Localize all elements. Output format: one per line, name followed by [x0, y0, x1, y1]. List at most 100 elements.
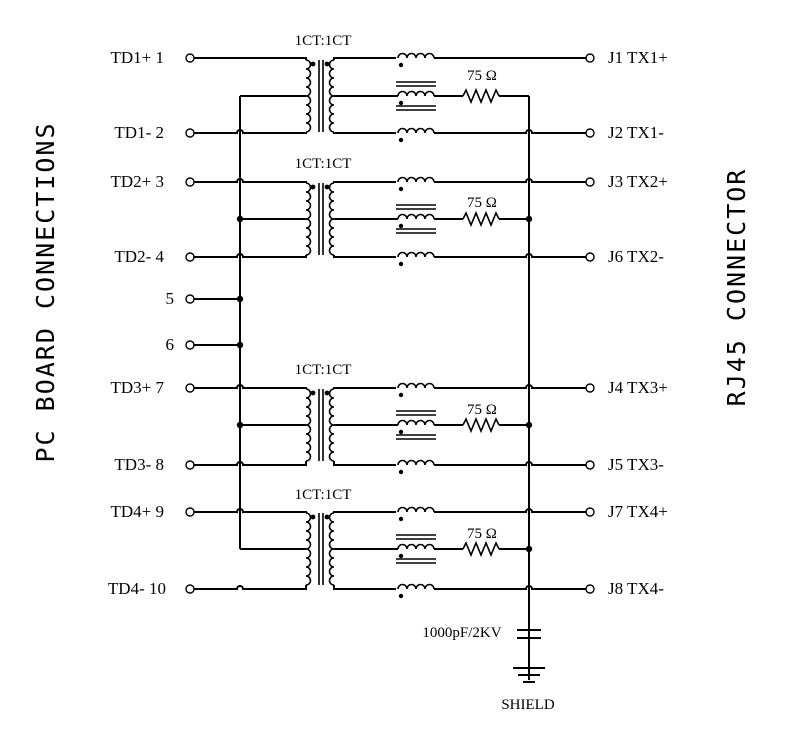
secondary-winding	[328, 388, 335, 462]
right-pin-terminal	[585, 128, 595, 138]
resistor-75-ohm	[462, 87, 500, 105]
right-pin-label: J7 TX4+	[608, 502, 668, 521]
secondary-bottom-lead	[333, 461, 396, 466]
left-pin-label: TD4+ 9	[111, 502, 165, 521]
secondary-top-lead	[333, 387, 396, 389]
right-pin-terminal	[585, 460, 595, 470]
polarity-dot	[398, 516, 404, 522]
polarity-dot	[310, 184, 316, 190]
junction-dot	[236, 421, 244, 429]
right-pin-terminal	[585, 383, 595, 393]
components	[185, 52, 595, 683]
choke-core	[396, 558, 436, 564]
left-pin-terminal	[185, 460, 195, 470]
choke-core	[396, 410, 436, 416]
choke-winding	[397, 459, 435, 466]
left-pin-terminal	[185, 507, 195, 517]
primary-top-lead	[190, 508, 307, 513]
labels: PC BOARD CONNECTIONS RJ45 CONNECTOR 1CT:…	[31, 33, 751, 713]
junction-dot	[236, 215, 244, 223]
choke-core	[396, 81, 436, 87]
shield-label: SHIELD	[501, 697, 554, 713]
secondary-winding	[328, 59, 335, 133]
polarity-dot	[398, 469, 404, 475]
choke-winding	[397, 506, 435, 513]
left-pin-label: TD2+ 3	[111, 172, 165, 191]
left-pin-terminal	[185, 252, 195, 262]
secondary-winding	[328, 182, 335, 256]
capacitor-1000pf	[517, 629, 541, 639]
junction-dot	[236, 341, 244, 349]
right-pin-terminal	[585, 507, 595, 517]
junction-dot	[525, 545, 533, 553]
primary-top-lead	[190, 57, 307, 60]
left-pin-label: 6	[166, 335, 175, 354]
secondary-bottom-lead	[333, 255, 396, 258]
choke-core	[396, 204, 436, 210]
polarity-dot	[398, 223, 404, 229]
transformer-core	[318, 513, 324, 585]
left-pin-label: TD1- 2	[114, 123, 164, 142]
primary-bottom-lead	[190, 253, 307, 258]
right-pin-terminal	[585, 584, 595, 594]
choke-core	[396, 534, 436, 540]
transformer-core	[318, 60, 324, 132]
polarity-dot	[398, 261, 404, 267]
choke-winding	[397, 176, 435, 183]
primary-top-lead	[190, 384, 307, 389]
junction-dot	[236, 295, 244, 303]
left-pin-label: 5	[166, 289, 175, 308]
polarity-dot	[398, 100, 404, 106]
polarity-dot	[398, 553, 404, 559]
left-pin-label: TD2- 4	[114, 247, 164, 266]
left-pin-label: TD3- 8	[114, 455, 164, 474]
polarity-dot	[324, 61, 330, 67]
choke-winding	[397, 127, 435, 134]
primary-winding	[305, 59, 312, 133]
polarity-dot	[398, 392, 404, 398]
secondary-top-lead	[333, 57, 396, 60]
polarity-dot	[310, 61, 316, 67]
choke-core	[396, 228, 436, 234]
polarity-dot	[324, 390, 330, 396]
transformer-label-1: 1CT:1CT	[295, 33, 352, 49]
right-pin-terminal	[585, 252, 595, 262]
right-side-label: RJ45 CONNECTOR	[722, 168, 751, 407]
left-pin-terminal	[185, 128, 195, 138]
right-pin-label: J2 TX1-	[608, 123, 664, 142]
transformer-label-4: 1CT:1CT	[295, 487, 352, 503]
transformer-core	[318, 389, 324, 461]
primary-winding	[305, 388, 312, 462]
primary-bottom-lead	[190, 585, 307, 590]
resistor-label-1: 75 Ω	[467, 68, 497, 84]
resistor-label-4: 75 Ω	[467, 526, 497, 542]
junction-dot	[525, 215, 533, 223]
polarity-dot	[398, 186, 404, 192]
polarity-dot	[398, 429, 404, 435]
right-pin-terminal	[585, 53, 595, 63]
output-top-lead	[434, 178, 586, 183]
secondary-bottom-lead	[333, 585, 396, 590]
secondary-bottom-lead	[333, 132, 396, 134]
left-pin-label: TD4- 10	[108, 579, 166, 598]
left-pin-terminal	[185, 53, 195, 63]
output-bottom-lead	[434, 129, 586, 134]
polarity-dot	[398, 593, 404, 599]
right-pin-label: J6 TX2-	[608, 247, 664, 266]
left-pin-terminal	[185, 177, 195, 187]
resistor-label-2: 75 Ω	[467, 195, 497, 211]
left-pin-terminal	[185, 383, 195, 393]
left-pin-terminal	[185, 584, 195, 594]
wiring	[190, 57, 586, 680]
right-pin-terminal	[585, 177, 595, 187]
choke-winding	[397, 90, 435, 97]
output-top-lead	[434, 508, 586, 513]
left-side-label: PC BOARD CONNECTIONS	[31, 121, 60, 462]
choke-winding	[397, 583, 435, 590]
left-pin-terminal	[185, 340, 195, 350]
transformer-core	[318, 183, 324, 255]
primary-bottom-lead	[190, 129, 307, 134]
right-pin-label: J1 TX1+	[608, 48, 668, 67]
secondary-winding	[328, 512, 335, 586]
